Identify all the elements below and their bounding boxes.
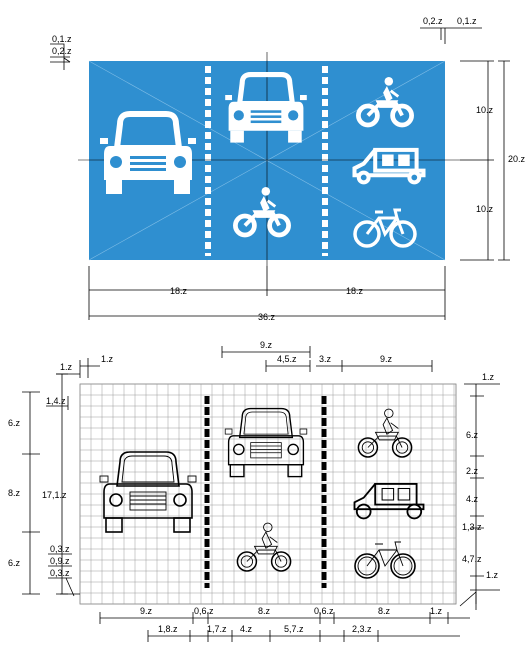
bottom-left-dims: 1.z 1.z 6.z 8.z 6.z 17,1.z 1,4.z 0,3.z 0…: [8, 354, 114, 597]
top-right-corner-dims: 0,2.z 0,1.z: [420, 16, 482, 44]
svg-text:1,3.z: 1,3.z: [462, 522, 482, 532]
svg-text:0,2.z: 0,2.z: [52, 46, 72, 56]
svg-text:6.z: 6.z: [8, 418, 21, 428]
bottom-top-dims: 9.z 4,5.z 3.z 9.z: [221, 340, 433, 372]
svg-text:0,6.z: 0,6.z: [314, 606, 334, 616]
svg-text:4.z: 4.z: [240, 624, 253, 634]
svg-text:8.z: 8.z: [378, 606, 391, 616]
svg-text:4.z: 4.z: [466, 494, 479, 504]
svg-text:8.z: 8.z: [8, 488, 21, 498]
top-bottom-dims: 18.z 18.z 36.z: [88, 266, 446, 322]
svg-text:1,7.z: 1,7.z: [207, 624, 227, 634]
svg-text:9.z: 9.z: [140, 606, 153, 616]
svg-text:20.z: 20.z: [508, 154, 526, 164]
svg-text:4,5.z: 4,5.z: [277, 354, 297, 364]
svg-text:10.z: 10.z: [476, 204, 494, 214]
svg-text:3.z: 3.z: [319, 354, 332, 364]
top-sign-panel: [78, 52, 460, 266]
svg-text:1.z: 1.z: [60, 362, 73, 372]
svg-text:1.z: 1.z: [430, 606, 443, 616]
svg-text:1.z: 1.z: [101, 354, 114, 364]
svg-text:0,6.z: 0,6.z: [194, 606, 214, 616]
svg-text:0,3.z: 0,3.z: [50, 568, 70, 578]
svg-text:0,9.z: 0,9.z: [50, 556, 70, 566]
svg-text:1.z: 1.z: [486, 570, 499, 580]
svg-text:1.z: 1.z: [482, 372, 495, 382]
svg-text:9.z: 9.z: [380, 354, 393, 364]
svg-text:1,8.z: 1,8.z: [158, 624, 178, 634]
svg-text:2.z: 2.z: [466, 466, 479, 476]
svg-text:36.z: 36.z: [258, 312, 276, 322]
bottom-right-dims: 1.z 6.z 2.z 4.z 1,3.z 4,7.z 1.z: [459, 372, 500, 610]
svg-text:6.z: 6.z: [466, 430, 479, 440]
svg-text:18.z: 18.z: [170, 286, 188, 296]
svg-text:0,3.z: 0,3.z: [50, 544, 70, 554]
svg-text:4,7.z: 4,7.z: [462, 554, 482, 564]
bottom-bottom-dims: 9.z 0,6.z 8.z 0,6.z 8.z 1.z 1,8.z 1,7.z …: [99, 606, 470, 642]
svg-text:0,1.z: 0,1.z: [457, 16, 477, 26]
top-right-dims: 10.z 20.z 10.z: [460, 60, 526, 261]
svg-text:6.z: 6.z: [8, 558, 21, 568]
svg-text:1,4.z: 1,4.z: [46, 396, 66, 406]
svg-text:0,2.z: 0,2.z: [423, 16, 443, 26]
svg-text:8.z: 8.z: [258, 606, 271, 616]
top-left-corner-dims: 0,1.z 0,2.z: [50, 34, 72, 70]
svg-text:0,1.z: 0,1.z: [52, 34, 72, 44]
bottom-grid-drawing: [79, 383, 457, 605]
svg-text:2,3.z: 2,3.z: [352, 624, 372, 634]
svg-text:9.z: 9.z: [260, 340, 273, 350]
svg-text:17,1.z: 17,1.z: [42, 490, 67, 500]
svg-text:18.z: 18.z: [346, 286, 364, 296]
svg-text:5,7.z: 5,7.z: [284, 624, 304, 634]
construction-grid: [79, 383, 457, 605]
svg-text:10.z: 10.z: [476, 105, 494, 115]
